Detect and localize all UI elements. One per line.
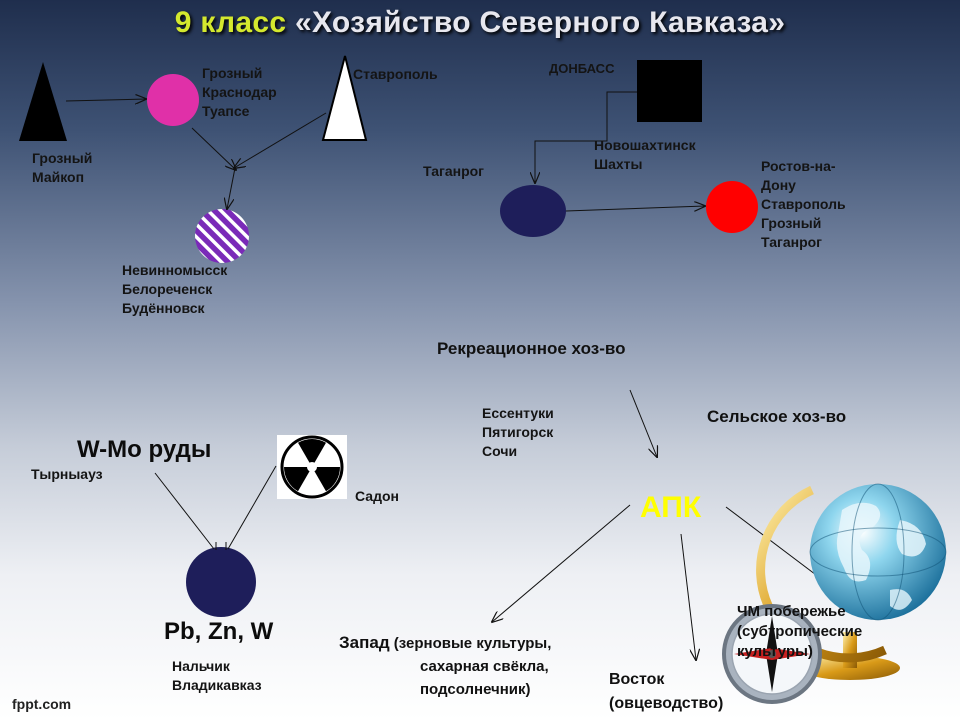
nonferrous-circle-navy (186, 547, 256, 617)
recreation-title: Рекреационное хоз-во (437, 339, 626, 358)
ore-title: W-Mo руды (77, 436, 212, 463)
machinery-cities-label: Ростов-на- Дону Ставрополь Грозный Таган… (761, 158, 846, 250)
west-body-first-line: (зерновые культуры, (389, 635, 552, 652)
globe-compass-icon (722, 483, 947, 704)
connector-metallurgy-to-machinery (565, 206, 705, 212)
refinery-circle-pink (147, 74, 199, 126)
resorts-list: Ессентуки Пятигорск Сочи (482, 405, 554, 459)
refinery-cities-label: Грозный Краснодар Туапсе (202, 65, 277, 119)
connector-sadon-to-metals (227, 465, 277, 550)
chemistry-cities-label: Невинномысск Белореченск Будённовск (122, 262, 228, 316)
chemistry-circle-hatched (195, 209, 249, 263)
connector-junction-to-chemistry (227, 167, 236, 209)
oil-cities-label: Грозный Майкоп (32, 150, 93, 185)
west-head: Запад (339, 633, 390, 652)
connector-ore-to-metals (154, 472, 215, 550)
west-region-label: Запад (зерновые культуры, (339, 632, 551, 655)
agriculture-title: Сельское хоз-во (707, 407, 847, 426)
title-grade: 9 класс (174, 6, 287, 39)
footer-credit: fppt.com (12, 696, 72, 712)
coal-cities-label: Новошахтинск Шахты (594, 137, 696, 172)
slide-title: 9 класс «Хозяйство Северного Кавказа» (0, 6, 960, 40)
connector-apk-to-west (492, 504, 631, 622)
oil-triangle-shape (19, 62, 67, 141)
connector-donbass-to-taganrog (535, 91, 637, 183)
coast-region-label: ЧМ побережье (субтропические культуры) (737, 603, 863, 660)
donbass-label: ДОНБАСС (549, 61, 615, 76)
donbass-square-shape (637, 60, 702, 122)
connector-oil-to-refinery (65, 99, 146, 101)
sadon-label: Садон (355, 488, 399, 504)
east-region-label: Восток (овцеводство) (609, 671, 724, 712)
apk-label: АПК (640, 491, 702, 524)
connector-refinery-to-chemistry (191, 127, 236, 170)
connector-gas-to-chemistry (234, 112, 327, 168)
title-main: «Хозяйство Северного Кавказа» (295, 6, 786, 39)
metals-list: Pb, Zn, W (164, 618, 274, 645)
metallurgy-circle-navy (500, 185, 566, 237)
gas-triangle-shape (321, 55, 368, 141)
radiation-icon (280, 435, 344, 499)
gas-city-label: Ставрополь (353, 66, 438, 82)
metals-cities-label: Нальчик Владикавказ (172, 658, 262, 693)
west-body-rest: сахарная свёкла, подсолнечник) (420, 658, 549, 698)
connector-apk-to-east (680, 533, 696, 660)
connector-recreation-to-apk (629, 389, 657, 457)
machinery-circle-red (706, 181, 758, 233)
tyrnyauz-label: Тырныауз (31, 466, 103, 482)
taganrog-label: Таганрог (423, 163, 484, 179)
